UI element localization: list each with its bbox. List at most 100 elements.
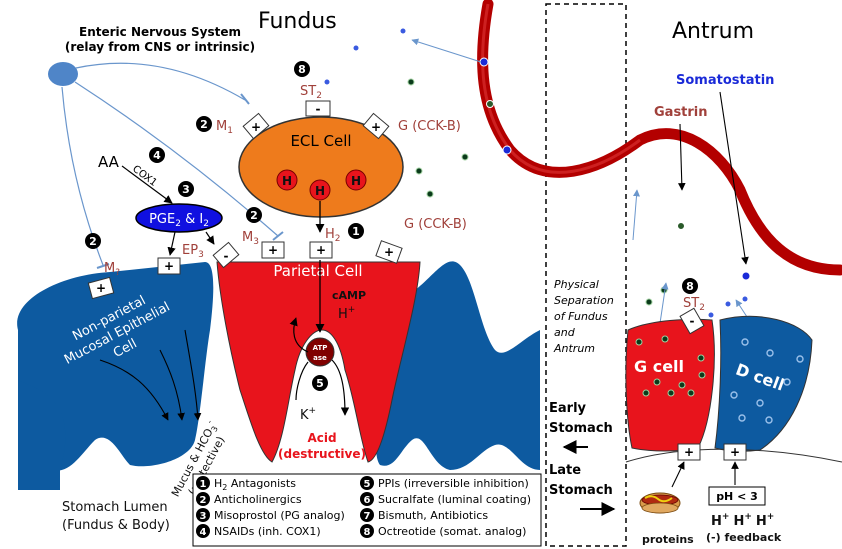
svg-text:H: H (351, 174, 361, 188)
svg-text:8: 8 (364, 527, 371, 538)
hotdog-protein-icon (639, 492, 681, 514)
legend-item: 2 Anticholinergics (196, 492, 302, 506)
svg-text:Antrum: Antrum (553, 342, 595, 355)
pge-to-parietal-arrow (205, 231, 215, 245)
svg-text:+: + (730, 445, 740, 459)
mucosal-fold-right (376, 261, 540, 470)
nonparietal-m-receptor: + (87, 276, 115, 300)
svg-text:3: 3 (200, 511, 207, 522)
svg-text:7: 7 (364, 511, 371, 522)
svg-text:+: + (164, 259, 174, 273)
badge-4-nsaid: 4 (149, 147, 165, 163)
k-uptake-arrow (289, 317, 309, 353)
protein-stimulus-arrow (671, 461, 685, 488)
somatostatin-arrow (719, 91, 749, 265)
ecl-g-receptor: + (362, 112, 390, 140)
blood-vessel (477, 0, 842, 276)
gcell-st2-label: ST2 (683, 296, 705, 313)
parietal-m3-plus-receptor: + (261, 241, 285, 259)
badge-8-gcell: 8 (682, 278, 698, 294)
pge2-i2-prostaglandin (135, 203, 223, 233)
g-cell-granules (635, 335, 706, 397)
legend-text: PPIs (irreversible inhibition) (378, 477, 529, 490)
d-cell-granules (730, 338, 804, 424)
svg-text:+: + (268, 243, 278, 257)
cox1-label: COX1 (130, 164, 159, 189)
h2-label: H2 (325, 227, 341, 244)
svg-text:-: - (224, 249, 229, 263)
legend-text: Anticholinergics (214, 493, 302, 506)
pge-to-ep3-arrow (167, 231, 176, 256)
cox1-arrow (121, 165, 173, 204)
svg-text:+: + (251, 120, 261, 134)
gcell-protein-receptor: + (677, 443, 701, 461)
legend-text: Misoprostol (PG analog) (214, 509, 345, 522)
atpase-label-2: ase (313, 354, 327, 362)
gcell-st2-receptor: - (679, 307, 705, 335)
badge-8-ecl: 8 (294, 61, 310, 77)
legend-text: H2 Antagonists (214, 477, 296, 492)
atpase-label: ATP (313, 344, 328, 352)
separation-box (545, 3, 627, 547)
legend-text: Octreotide (somat. analog) (378, 525, 526, 538)
parietal-h2-receptor: + (309, 241, 333, 259)
gastrin-label: Gastrin (654, 105, 708, 120)
ecl-m1-receptor: + (242, 112, 270, 140)
svg-text:+: + (316, 243, 326, 257)
nonparietal-ep3-receptor: + (157, 257, 181, 275)
svg-text:5: 5 (316, 377, 324, 390)
svg-text:3: 3 (182, 183, 190, 196)
dcell-ph-receptor: + (723, 443, 747, 461)
svg-text:+: + (371, 120, 381, 134)
legend-text: NSAIDs (inh. COX1) (214, 525, 321, 538)
parietal-m3-receptor: - (212, 241, 240, 269)
svg-text:of Fundus: of Fundus (554, 310, 608, 323)
m3-label: M3 (242, 230, 259, 247)
badge-2-m3: 2 (246, 207, 262, 223)
ph-box (708, 486, 766, 506)
svg-text:+: + (684, 445, 694, 459)
svg-text:8: 8 (298, 63, 306, 76)
acid-sublabel: (destructive) (278, 447, 366, 461)
hplus-parietal-label: H+ (338, 305, 355, 322)
proton-pump-atpase (305, 337, 335, 367)
svg-text:2: 2 (200, 495, 207, 506)
legend-number-badge (360, 524, 374, 538)
parietal-cell-label: Parietal Cell (273, 262, 362, 280)
ecl-histamine-granules: H H H (276, 169, 367, 201)
negative-feedback-label: (-) feedback (706, 531, 782, 544)
ecl-cell-label: ECL Cell (290, 132, 351, 150)
parietal-g-cckb-label: G (CCK-B) (404, 217, 467, 232)
separation-label: Physical Separation of Fundus and Antrum (553, 278, 614, 355)
svg-text:2: 2 (200, 118, 208, 131)
badge-3-misoprostol: 3 (178, 181, 194, 197)
legend-number-badge (196, 524, 210, 538)
legend-item: 8 Octreotide (somat. analog) (360, 524, 526, 538)
svg-text:8: 8 (686, 280, 694, 293)
early-stomach-label: Early Stomach (549, 401, 613, 436)
lumen-label: Stomach Lumen (62, 500, 168, 515)
svg-text:5: 5 (364, 479, 371, 490)
svg-text:4: 4 (200, 527, 207, 538)
gastrin-arrow (677, 123, 686, 191)
aa-label: AA (98, 153, 120, 171)
ep3-label: EP3 (182, 243, 204, 260)
camp-label: cAMP (332, 289, 366, 302)
kplus-label: K+ (300, 406, 316, 423)
svg-text:4: 4 (153, 149, 161, 162)
gastrin-molecules (407, 78, 668, 306)
lumen-sublabel: (Fundus & Body) (62, 518, 170, 533)
svg-text:H: H (315, 184, 325, 198)
legend-item: 5 PPIs (irreversible inhibition) (360, 476, 529, 490)
m-unknown-label: M? (104, 261, 120, 278)
svg-text:2: 2 (89, 235, 97, 248)
m1-label: M1 (216, 119, 233, 136)
pge2-label: PGE2 & I2 (149, 212, 209, 229)
k-in-path (295, 361, 309, 401)
legend-item: 3 Misoprostol (PG analog) (196, 508, 345, 522)
parietal-g-receptor: + (375, 240, 403, 264)
legend-number-badge (360, 476, 374, 490)
proteins-label: proteins (642, 533, 694, 546)
